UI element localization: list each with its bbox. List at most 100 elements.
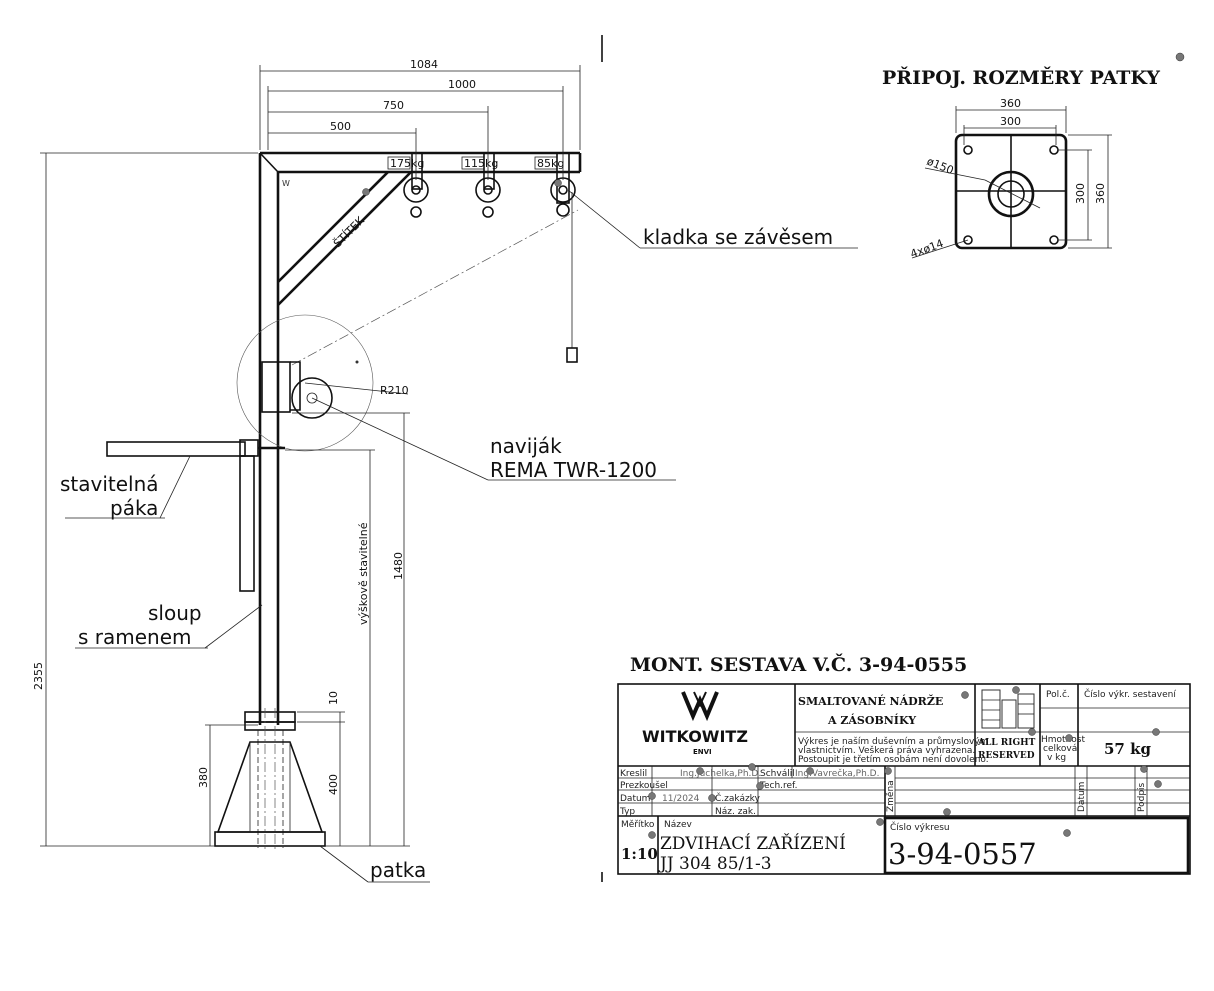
drawn-value: Ing.Juchelka,Ph.D. <box>680 769 761 779</box>
callout-winch-2: REMA TWR-1200 <box>490 458 657 482</box>
load-label-85: 85kg <box>537 157 564 170</box>
annotation-pins <box>362 52 1185 839</box>
center-hole-outer <box>987 170 1035 218</box>
company-line-2: A ZÁSOBNÍKY <box>827 713 916 727</box>
callout-base: patka <box>370 858 426 882</box>
callout-pulley: kladka se závěsem <box>643 225 833 249</box>
winch-bracket <box>261 361 291 413</box>
callout-column-2: s ramenem <box>78 625 192 649</box>
column-flange-top <box>244 711 296 723</box>
bolt-hole-br <box>1049 235 1059 245</box>
date-value: 11/2024 <box>662 794 700 804</box>
company-name: WITKOWITZ <box>642 727 748 746</box>
winch-axle <box>306 392 318 404</box>
base-plate-detail: PŘIPOJ. ROZMĚRY PATKY 360 300 360 300 ø1… <box>882 66 1160 261</box>
drawing-no-label: Číslo výkresu <box>890 821 950 833</box>
dim-adjustable: výškově stavitelné <box>357 522 370 625</box>
checked-label: Prezkoušel <box>620 780 668 791</box>
dim-10: 10 <box>327 691 340 705</box>
callout-winch-1: naviják <box>490 434 562 458</box>
dim-500: 500 <box>330 120 351 133</box>
scale-value: 1:10 <box>621 845 658 863</box>
strut-upper-edge <box>277 171 412 306</box>
load-tag-175 <box>387 156 411 170</box>
drawing-number-box <box>883 816 1190 875</box>
bolt-hole-tr <box>1049 145 1059 155</box>
type-label: Typ <box>619 807 635 817</box>
company-subname: ENVI <box>693 748 712 756</box>
bolt-hole-bl <box>963 235 973 245</box>
center-hole-inner <box>997 180 1025 208</box>
signature-label: Podpis <box>1137 782 1147 812</box>
base-dim-hole: ø150 <box>925 155 956 177</box>
change-label: Změna <box>886 780 896 812</box>
tech-ref-label: Tech.ref. <box>759 781 797 791</box>
load-label-175: 175kg <box>390 157 424 170</box>
dim-400: 400 <box>327 774 340 795</box>
mass-label-2: celková <box>1043 744 1077 754</box>
load-label-115: 115kg <box>464 157 498 170</box>
winch-plate <box>290 361 301 411</box>
radius-label: R210 <box>380 384 409 397</box>
callout-lever-2: páka <box>110 496 158 520</box>
approved-label: Schválil <box>760 769 795 779</box>
building-image <box>981 689 1035 729</box>
callouts: kladka se závěsem naviják REMA TWR-1200 … <box>60 189 858 883</box>
pos-label: Pol.č. <box>1046 689 1070 700</box>
hoist-hook <box>566 347 578 363</box>
rights-line-1: ALL RIGHT <box>977 738 1036 748</box>
order-name-label: Náz. zak. <box>715 807 756 817</box>
datum-label: Datum <box>1077 782 1087 812</box>
drawing-name-2: JJ 304 85/1-3 <box>658 854 772 874</box>
winch-swing-radius <box>236 314 374 452</box>
base-dim-bolts: 4xø14 <box>909 237 946 261</box>
mass-label-1: Hmotnost <box>1041 735 1085 745</box>
name-label: Název <box>664 820 693 830</box>
column-flange-bottom <box>244 721 296 731</box>
assembly-reference: MONT. SESTAVA V.Č. 3-94-0555 <box>630 653 967 676</box>
crane-elevation-view: ŠTÍTEK W 175kg 115kg 85kg <box>106 151 582 850</box>
callout-column-1: sloup <box>148 601 202 625</box>
dim-1480: 1480 <box>392 552 405 580</box>
company-line-1: SMALTOVANÉ NÁDRŽE <box>798 694 943 708</box>
bolt-hole-tl <box>963 145 973 155</box>
base-dim-360-w: 360 <box>1000 97 1021 110</box>
dim-750: 750 <box>383 99 404 112</box>
legal-line-3: Postoupit je třetím osobám není dovoleno… <box>798 755 989 765</box>
lever-handle <box>239 455 255 592</box>
winch-rope-line <box>291 209 579 366</box>
arm-logo-mark: W <box>282 179 290 188</box>
dim-1000: 1000 <box>448 78 476 91</box>
mass-label-3: v kg <box>1047 753 1066 763</box>
radius-center-dot <box>355 360 359 364</box>
callout-lever-1: stavitelná <box>60 472 159 496</box>
dim-1084: 1084 <box>410 58 438 71</box>
base-dim-300-w: 300 <box>1000 115 1021 128</box>
base-dim-360-h: 360 <box>1094 183 1107 204</box>
strut-lower-edge <box>277 171 389 283</box>
scale-label: Měřítko <box>621 820 655 830</box>
base-pedestal <box>216 741 324 833</box>
lever-arm <box>106 441 246 457</box>
base-detail-title: PŘIPOJ. ROZMĚRY PATKY <box>882 66 1160 89</box>
dim-2355: 2355 <box>32 662 45 690</box>
assembly-no-label: Číslo výkr. sestavení <box>1084 688 1176 700</box>
radius-leader <box>304 382 409 395</box>
arm-corner <box>259 152 279 173</box>
sign-label: ŠTÍTEK <box>331 214 367 250</box>
drawing-name-1: ZDVIHACÍ ZAŘÍZENÍ <box>660 833 846 854</box>
dimension-lines: 1084 1000 750 500 2355 1480 výškově stav… <box>32 58 581 847</box>
rights-line-2: RESERVED <box>978 751 1035 761</box>
title-block: MONT. SESTAVA V.Č. 3-94-0555 <box>617 653 1191 875</box>
mass-value: 57 kg <box>1104 740 1151 758</box>
approved-value: Ing.Vavrečka,Ph.D. <box>795 768 879 779</box>
drawing-number: 3-94-0557 <box>888 837 1037 871</box>
base-plate <box>214 831 326 847</box>
legal-line-1: Výkres je naším duševním a průmyslovým <box>798 736 988 747</box>
base-dim-300-h: 300 <box>1074 183 1087 204</box>
order-label: Č.zakázky <box>715 792 761 804</box>
dim-380: 380 <box>197 767 210 788</box>
drawn-label: Kreslil <box>620 769 647 779</box>
date-label: Datum <box>620 794 650 804</box>
